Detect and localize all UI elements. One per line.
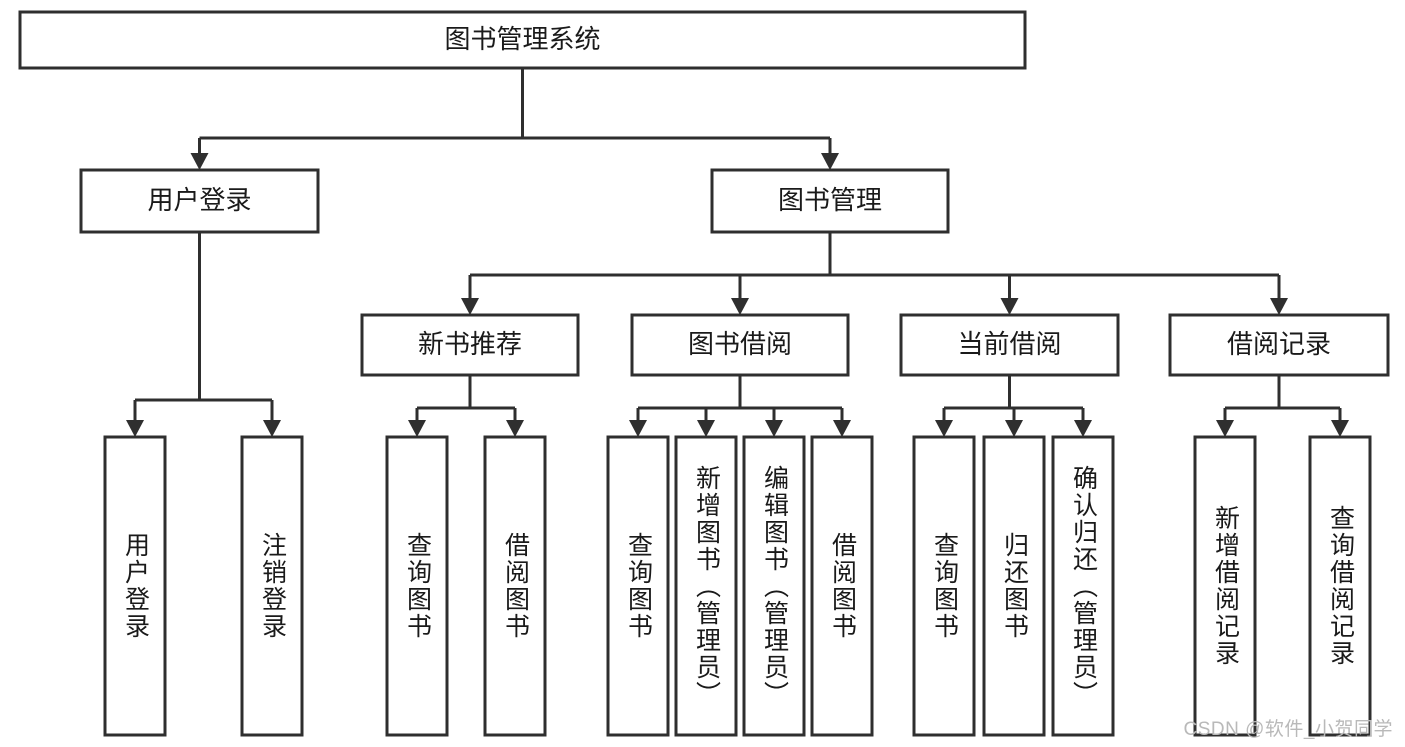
node-borrow-record[interactable] (1168, 313, 1390, 377)
arrowhead-icon (935, 420, 953, 437)
arrowhead-icon (461, 298, 479, 315)
node-label-borrow-record: 借阅记录 (1227, 329, 1331, 359)
arrowhead-icon (263, 420, 281, 437)
node-label-root: 图书管理系统 (444, 24, 600, 54)
node-leaf-user-logout[interactable] (240, 435, 304, 737)
arrowhead-icon (731, 298, 749, 315)
arrowhead-icon (697, 420, 715, 437)
watermark-text: CSDN @软件_小贺同学 (1183, 719, 1393, 740)
node-user-login[interactable] (79, 168, 320, 234)
node-book-manage[interactable] (710, 168, 950, 234)
arrowhead-icon (1216, 420, 1234, 437)
node-root[interactable] (18, 10, 1027, 70)
node-current-borrow[interactable] (899, 313, 1120, 377)
node-leaf-borrow-book-2[interactable] (810, 435, 874, 737)
node-leaf-query-record[interactable] (1308, 435, 1372, 737)
arrowhead-icon (190, 153, 209, 170)
node-leaf-edit-book[interactable] (742, 435, 806, 737)
arrowhead-icon (821, 153, 839, 170)
arrowhead-icon (1005, 420, 1023, 437)
node-leaf-query-book-1[interactable] (385, 435, 449, 737)
arrowhead-icon (1000, 298, 1019, 315)
node-leaf-add-record[interactable] (1193, 435, 1257, 737)
arrowhead-icon (1270, 298, 1288, 315)
node-leaf-confirm-return[interactable] (1051, 435, 1115, 737)
node-label-book-borrow: 图书借阅 (688, 329, 792, 359)
node-leaf-borrow-book-1[interactable] (483, 435, 547, 737)
arrowhead-icon (506, 420, 524, 437)
arrowhead-icon (629, 420, 647, 437)
arrowhead-icon (1074, 420, 1092, 437)
arrowhead-icon (1331, 420, 1349, 437)
node-new-book-rec[interactable] (360, 313, 580, 377)
arrowhead-icon (833, 420, 851, 437)
arrowhead-icon (126, 420, 144, 437)
node-leaf-user-login[interactable] (103, 435, 167, 737)
node-leaf-query-book-3[interactable] (912, 435, 976, 737)
arrowhead-icon (765, 420, 783, 437)
edges-layer (126, 68, 1349, 437)
node-leaf-query-book-2[interactable] (606, 435, 670, 737)
node-label-current-borrow: 当前借阅 (957, 329, 1061, 359)
node-leaf-add-book[interactable] (674, 435, 738, 737)
node-label-new-book-rec: 新书推荐 (418, 329, 522, 359)
arrowhead-icon (408, 420, 426, 437)
node-leaf-return-book[interactable] (982, 435, 1046, 737)
node-label-book-manage: 图书管理 (778, 185, 882, 215)
node-label-user-login: 用户登录 (147, 185, 251, 215)
node-book-borrow[interactable] (630, 313, 850, 377)
